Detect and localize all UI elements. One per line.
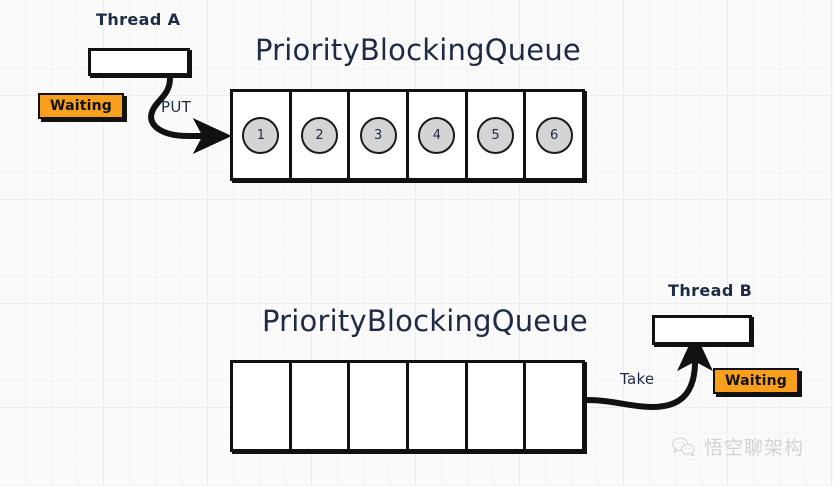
top-queue-title: PriorityBlockingQueue	[255, 33, 581, 67]
queue-cell	[350, 363, 410, 449]
queue-cell	[291, 363, 351, 449]
thread-b-label: Thread B	[668, 281, 753, 300]
queue-item-token: 6	[535, 116, 573, 154]
queue-cell	[467, 363, 527, 449]
queue-item-token: 2	[301, 116, 338, 154]
queue-item-token: 1	[242, 116, 280, 154]
wechat-icon	[672, 437, 696, 457]
thread-a-box[interactable]	[88, 48, 190, 76]
thread-a-label: Thread A	[96, 10, 181, 29]
watermark-text: 悟空聊架构	[704, 437, 805, 459]
thread-b-waiting-badge: Waiting	[713, 368, 799, 394]
bottom-queue-title: PriorityBlockingQueue	[262, 304, 588, 338]
thread-b-box[interactable]	[652, 315, 752, 345]
queue-cell	[233, 363, 292, 449]
take-arrow-label: Take	[620, 370, 655, 388]
watermark: 悟空聊架构	[672, 433, 804, 460]
queue-cell: 3	[350, 92, 410, 178]
thread-a-waiting-badge: Waiting	[38, 93, 124, 119]
queue-cell	[409, 363, 468, 449]
bottom-queue	[230, 360, 585, 452]
queue-cell: 6	[526, 92, 583, 178]
queue-cell: 4	[409, 92, 468, 178]
queue-cell: 2	[291, 92, 351, 178]
put-arrow-label: PUT	[161, 98, 192, 116]
queue-cell: 5	[467, 92, 527, 178]
queue-item-token: 5	[477, 116, 515, 154]
queue-item-token: 3	[359, 116, 397, 154]
queue-cell: 1	[233, 92, 292, 178]
queue-item-token: 4	[418, 116, 456, 154]
queue-cell	[526, 363, 583, 449]
